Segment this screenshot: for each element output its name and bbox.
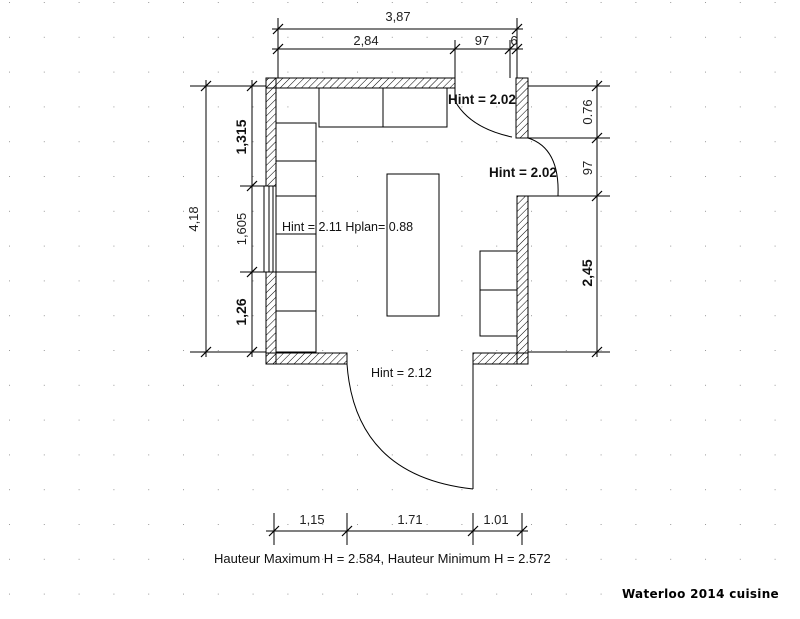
dim-right-a: 0.76 bbox=[580, 99, 595, 124]
dim-right-c: 2,45 bbox=[579, 259, 595, 286]
plan-caption: Waterloo 2014 cuisine bbox=[622, 587, 779, 601]
hint-bottom-door: Hint = 2.12 bbox=[371, 366, 432, 380]
counter-top bbox=[318, 87, 448, 128]
dim-bottom-c: 1.01 bbox=[483, 512, 508, 527]
dim-top-total: 3,87 bbox=[385, 9, 410, 24]
dim-top-c: 6 bbox=[510, 33, 517, 48]
door-bottom bbox=[346, 363, 474, 490]
dim-left-b: 1,605 bbox=[234, 213, 249, 246]
door-top bbox=[454, 88, 513, 138]
hint-center: Hint = 2.11 Hplan= 0.88 bbox=[282, 220, 413, 234]
dim-left-c: 1,26 bbox=[233, 298, 249, 325]
dimension-bottom bbox=[266, 513, 528, 545]
dim-bottom-a: 1,15 bbox=[299, 512, 324, 527]
dimension-top bbox=[272, 18, 523, 78]
dim-right-b: 97 bbox=[580, 161, 595, 175]
dim-left-total: 4,18 bbox=[186, 206, 201, 231]
dim-left-a: 1,315 bbox=[233, 119, 249, 154]
dimension-right bbox=[528, 80, 610, 358]
dim-top-a: 2,84 bbox=[353, 33, 378, 48]
counter-left bbox=[275, 122, 317, 353]
hint-top-door: Hint = 2.02 bbox=[448, 92, 516, 107]
kitchen-island bbox=[386, 173, 440, 317]
dim-top-b: 97 bbox=[475, 33, 489, 48]
height-summary: Hauteur Maximum H = 2.584, Hauteur Minim… bbox=[214, 551, 551, 566]
counter-right bbox=[479, 250, 518, 337]
dim-bottom-b: 1.71 bbox=[397, 512, 422, 527]
hint-right-door: Hint = 2.02 bbox=[489, 165, 557, 180]
dimension-left bbox=[190, 80, 266, 358]
